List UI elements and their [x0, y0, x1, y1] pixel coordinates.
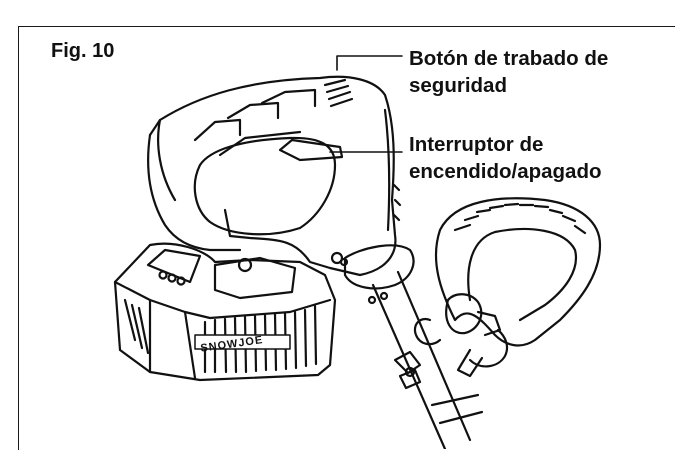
- callout-power-switch-line2: encendido/apagado: [409, 160, 602, 183]
- leader-line-safety-lock: [336, 55, 403, 71]
- shaft-clamp: [393, 350, 422, 390]
- handle-body: [147, 75, 415, 305]
- battery-pack: [113, 242, 337, 382]
- shaft: [371, 270, 484, 449]
- figure-frame: [18, 26, 675, 450]
- callout-power-switch-line1: Interruptor de: [409, 133, 544, 156]
- figure-label: Fig. 10: [51, 40, 115, 62]
- callout-safety-lock-line2: seguridad: [409, 74, 507, 97]
- auxiliary-d-handle: [413, 197, 602, 378]
- callout-power-switch: Interruptor de encendido/apagado: [409, 131, 602, 185]
- callout-safety-lock-line1: Botón de trabado de: [409, 47, 609, 70]
- callout-safety-lock-button: Botón de trabado de seguridad: [409, 45, 608, 99]
